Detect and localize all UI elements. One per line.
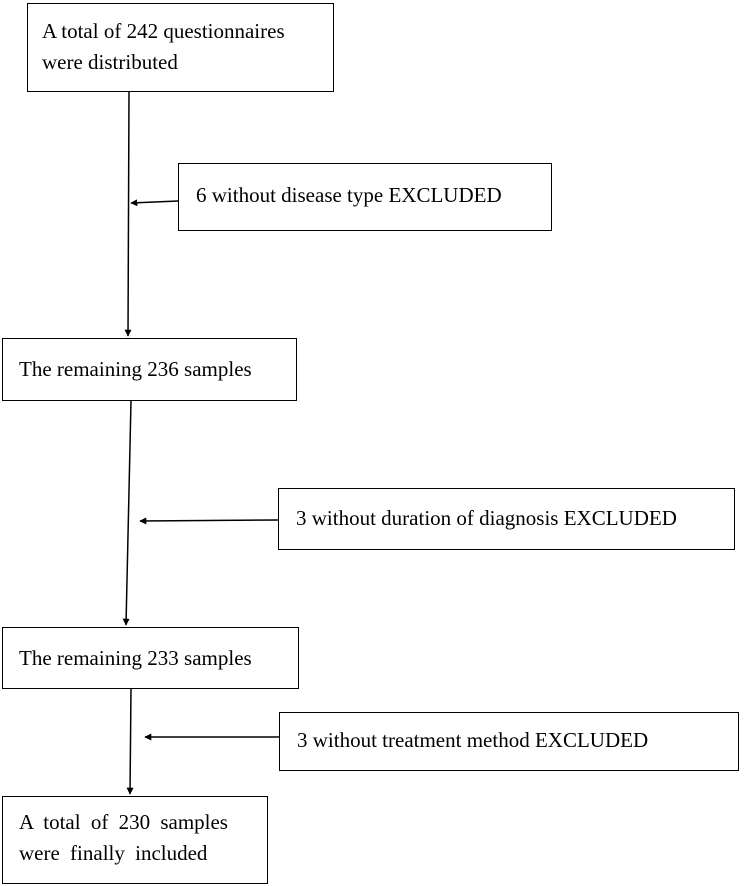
final-box-line-1: A total of 230 samples — [19, 810, 228, 834]
exclusion-arrow-1 — [130, 199, 179, 207]
remaining-box-2-text: The remaining 233 samples — [19, 646, 252, 670]
exclusion-arrow-2 — [139, 517, 279, 525]
start-box-line-2: were distributed — [42, 50, 178, 74]
final-box: A total of 230 samples were finally incl… — [2, 796, 268, 884]
exclusion-box-3-text: 3 without treatment method EXCLUDED — [297, 728, 649, 752]
main-arrow-1 — [124, 91, 132, 337]
start-box-line-1: A total of 242 questionnaires — [42, 19, 285, 43]
remaining-box-1: The remaining 236 samples — [2, 338, 297, 401]
remaining-box-1-text: The remaining 236 samples — [19, 357, 252, 381]
final-box-line-2: were finally included — [19, 841, 208, 865]
remaining-box-2: The remaining 233 samples — [2, 627, 299, 689]
exclusion-box-2-text: 3 without duration of diagnosis EXCLUDED — [296, 506, 677, 530]
start-box: A total of 242 questionnaires were distr… — [27, 3, 334, 92]
exclusion-box-1-text: 6 without disease type EXCLUDED — [196, 183, 502, 207]
main-arrow-3 — [126, 688, 134, 795]
exclusion-box-1: 6 without disease type EXCLUDED — [178, 163, 552, 231]
main-arrow-2 — [122, 400, 132, 626]
exclusion-box-3: 3 without treatment method EXCLUDED — [279, 712, 739, 771]
exclusion-box-2: 3 without duration of diagnosis EXCLUDED — [278, 488, 735, 550]
